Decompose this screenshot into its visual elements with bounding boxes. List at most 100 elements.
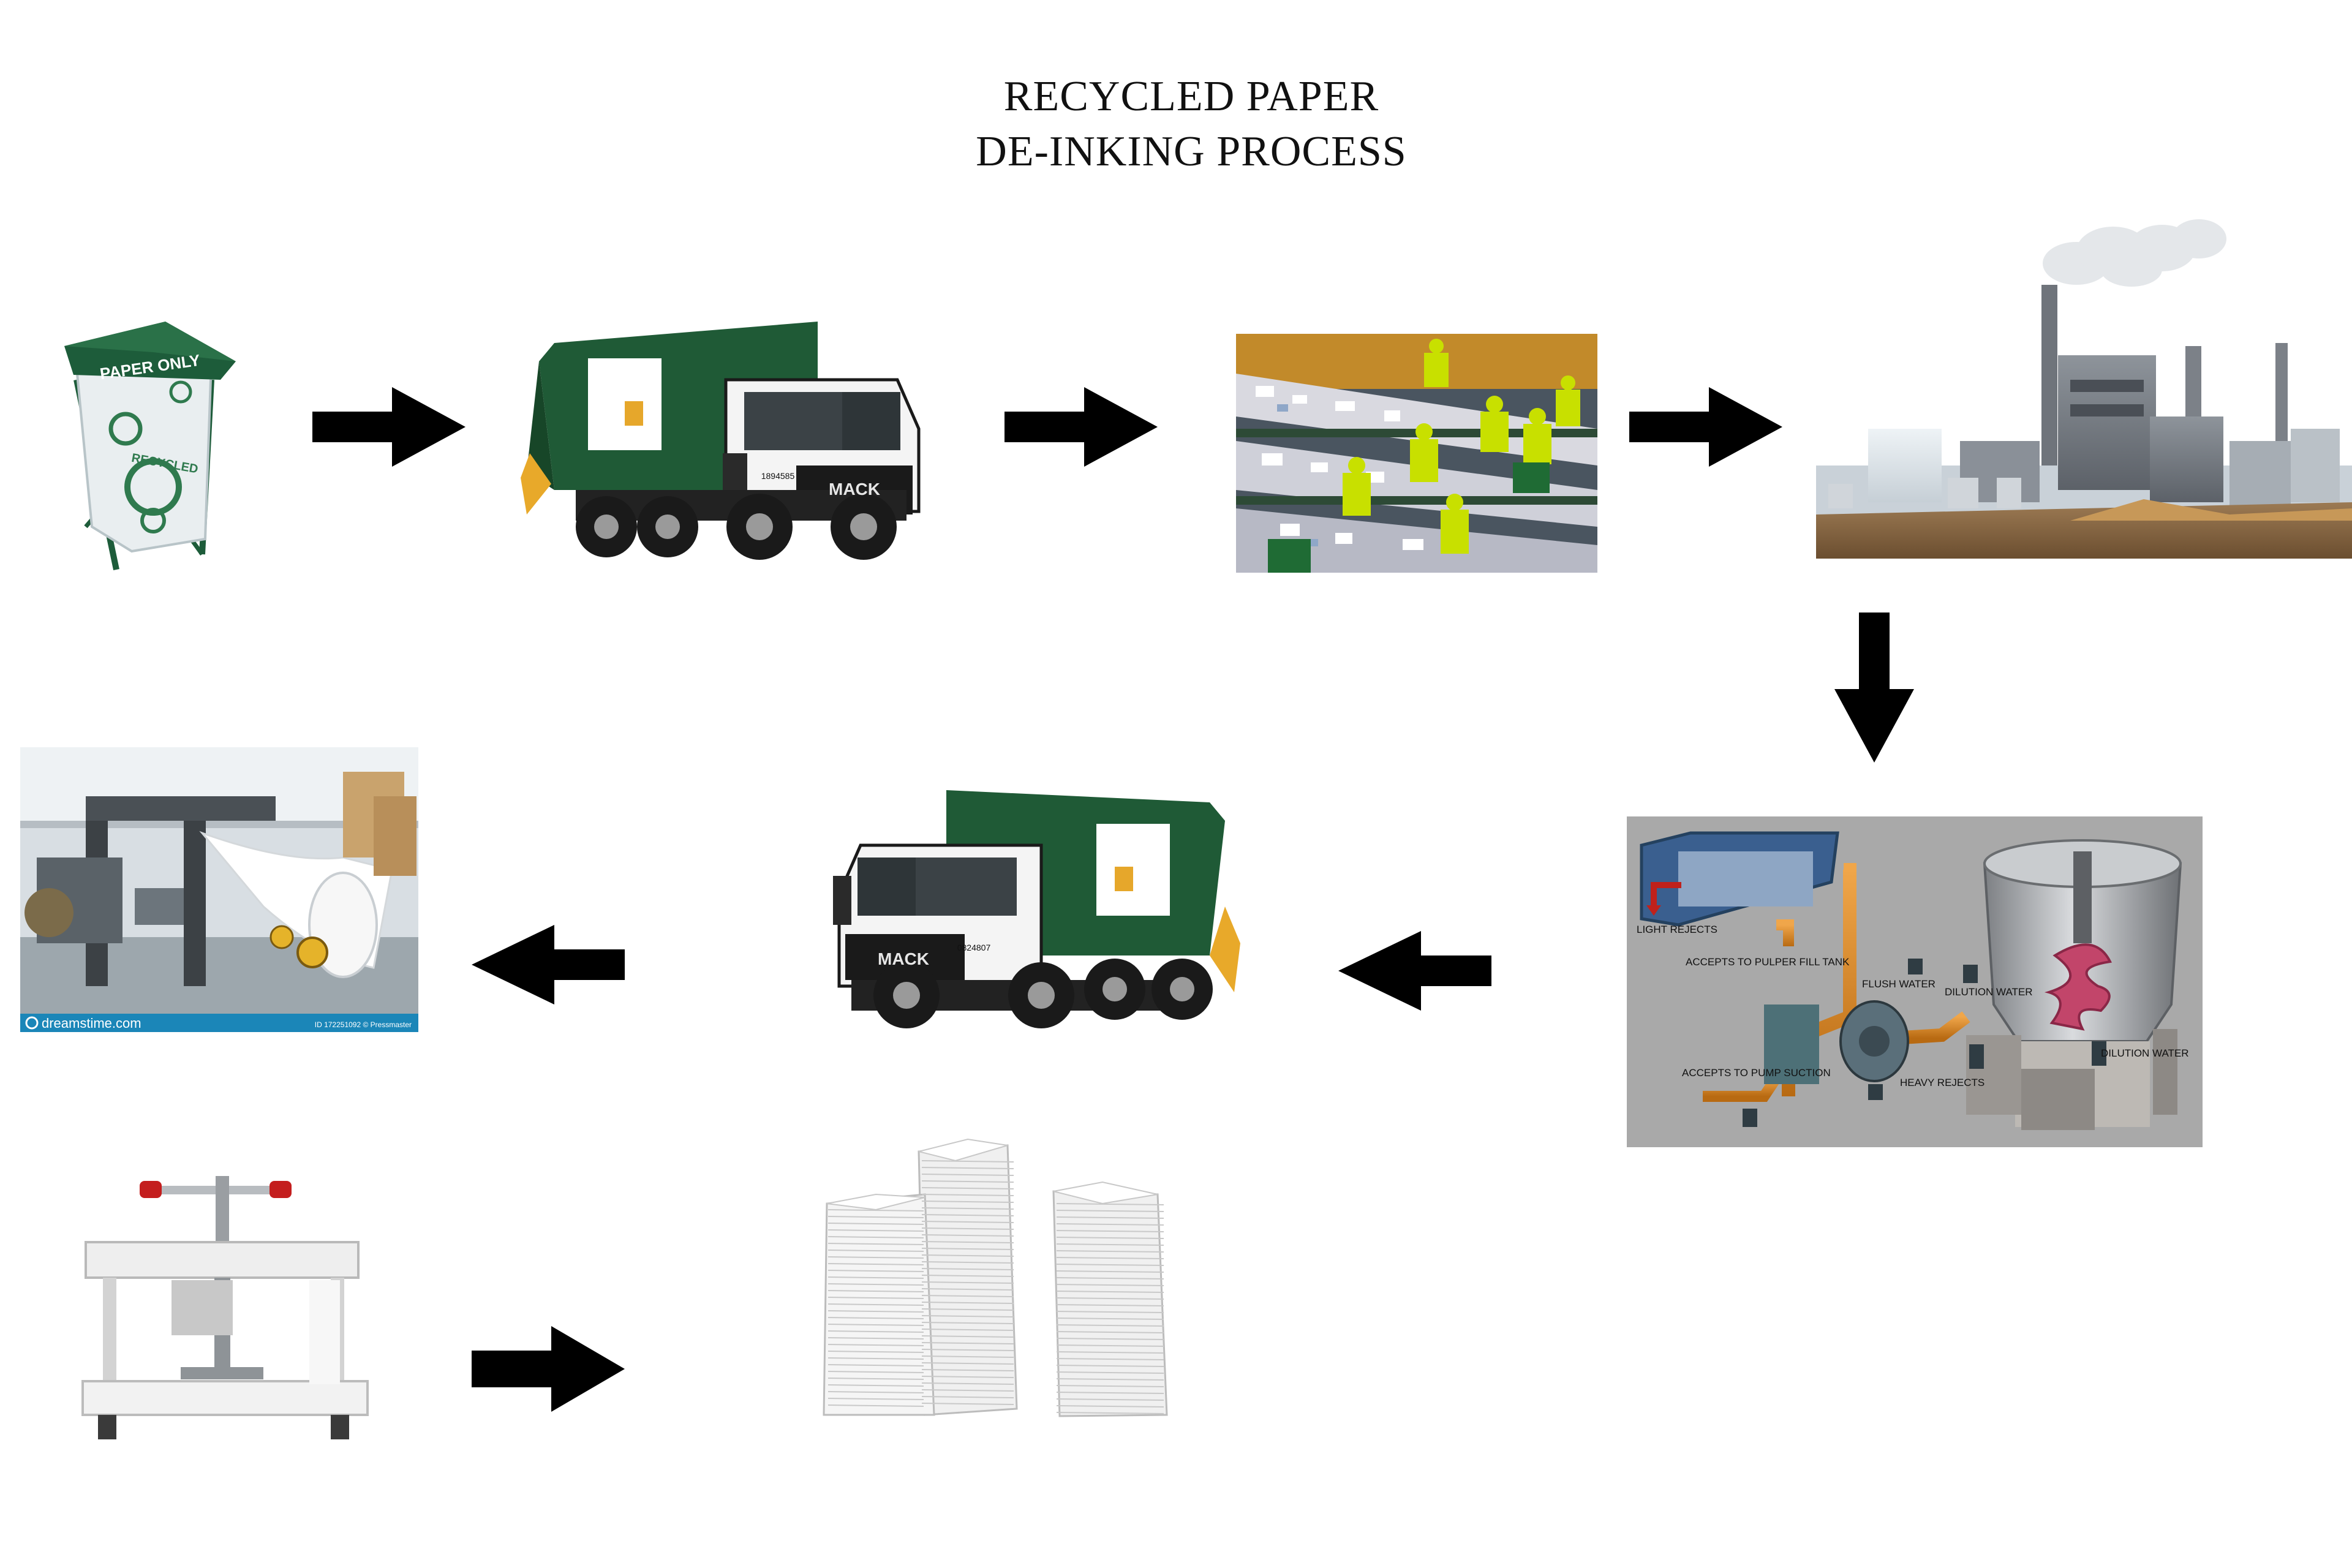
- paper-sheet-edge: [921, 1187, 1014, 1189]
- paper-sheet-edge: [921, 1180, 1014, 1183]
- paper-sheet-edge: [1056, 1331, 1164, 1333]
- paper-sheet-edge: [1056, 1358, 1164, 1360]
- paper-sheet-edge: [1056, 1257, 1164, 1259]
- paper-sheet-edge: [827, 1236, 924, 1238]
- pulper-label-light-rejects: LIGHT REJECTS: [1637, 924, 1717, 935]
- paper-sheet-edge: [827, 1310, 924, 1313]
- paper-sheet-edge: [827, 1223, 924, 1225]
- paper-sheet-edge: [827, 1270, 924, 1272]
- paper-sheet-edge: [921, 1308, 1014, 1311]
- paper-sheet-edge: [827, 1344, 924, 1346]
- recycling-bin-icon: [64, 322, 236, 571]
- truck-unit-number: 1894585: [761, 471, 795, 481]
- paper-sheet-edge: [1056, 1338, 1164, 1340]
- paper-sheet-edge: [827, 1250, 924, 1252]
- paper-sheet-edge: [921, 1342, 1014, 1344]
- paper-sheet-edge: [921, 1241, 1014, 1243]
- paper-sheet-edge: [921, 1302, 1014, 1304]
- paper-sheet-edge: [921, 1248, 1014, 1250]
- paper-sheet-edge: [827, 1209, 924, 1212]
- paper-sheet-edge: [921, 1194, 1014, 1196]
- truck-badge: MACK: [878, 949, 929, 968]
- paper-sheet-edge: [921, 1403, 1014, 1405]
- paper-press-icon: [81, 1176, 369, 1439]
- paper-sheet-edge: [827, 1290, 924, 1292]
- paper-sheet-edge: [921, 1355, 1014, 1358]
- paper-sheet-edge: [921, 1160, 1014, 1163]
- arrow-right-icon: [1005, 387, 1158, 467]
- paper-sheet-edge: [827, 1398, 924, 1400]
- paper-sheet-edge: [827, 1317, 924, 1319]
- paper-sheet-edge: [1056, 1270, 1164, 1273]
- paper-sheet-edge: [827, 1276, 924, 1279]
- paper-sheet-edge: [1056, 1344, 1164, 1347]
- paper-sheet-edge: [921, 1254, 1014, 1257]
- pulper-labels: LIGHT REJECTS ACCEPTS TO PULPER FILL TAN…: [1637, 924, 2189, 1088]
- arrow-right-icon: [312, 387, 466, 467]
- arrow-left-icon: [472, 925, 625, 1005]
- paper-sheet-edge: [921, 1261, 1014, 1264]
- paper-sheet-edge: [921, 1295, 1014, 1297]
- paper-sheet-edge: [1056, 1311, 1164, 1313]
- diagram-title-line-1: RECYCLED PAPER: [1003, 73, 1379, 120]
- paper-sheet-edge: [921, 1214, 1014, 1216]
- paper-sheet-edge: [921, 1207, 1014, 1210]
- paper-sheet-edge: [921, 1389, 1014, 1392]
- pulper-label-dilution-water-2: DILUTION WATER: [2101, 1047, 2189, 1059]
- paper-sheet-edge: [827, 1324, 924, 1326]
- paper-sheet-edge: [827, 1330, 924, 1333]
- paper-sheet-edge: [1056, 1371, 1164, 1374]
- paper-sheet-edge: [921, 1335, 1014, 1338]
- paper-sheet-edge: [827, 1378, 924, 1380]
- arrow-down-icon: [1834, 612, 1914, 763]
- paper-sheet-edge: [827, 1216, 924, 1218]
- paper-sheet-edge: [1056, 1378, 1164, 1381]
- pulper-label-dilution-water-1: DILUTION WATER: [1945, 986, 2033, 998]
- pulper-label-accepts-fill-tank: ACCEPTS TO PULPER FILL TANK: [1686, 956, 1850, 968]
- paper-sheet-edge: [1056, 1317, 1164, 1320]
- paper-sheet-edge: [1056, 1250, 1164, 1253]
- paper-sheet-edge: [1056, 1216, 1164, 1219]
- paper-sheet-edge: [921, 1174, 1014, 1176]
- arrow-right-icon: [472, 1326, 625, 1412]
- paper-sheet-edge: [921, 1281, 1014, 1284]
- paper-sheet-edge: [827, 1357, 924, 1360]
- paper-sheet-edge: [1056, 1291, 1164, 1293]
- paper-sheet-edge: [1056, 1243, 1164, 1246]
- paper-sheet-edge: [921, 1200, 1014, 1203]
- paper-sheet-edge: [1056, 1398, 1164, 1401]
- paper-sheet-edge: [921, 1234, 1014, 1237]
- paper-sheet-edge: [921, 1221, 1014, 1223]
- paper-sheet-edge: [1056, 1365, 1164, 1367]
- paper-sheet-edge: [827, 1337, 924, 1340]
- paper-sheet-edge: [921, 1349, 1014, 1351]
- paper-sheet-edge: [827, 1384, 924, 1387]
- paper-sheet-edge: [921, 1376, 1014, 1378]
- paper-sheet-edge: [1056, 1203, 1164, 1205]
- paper-sheet-edge: [827, 1229, 924, 1232]
- pulper-label-accepts-pump-suction: ACCEPTS TO PUMP SUCTION: [1682, 1067, 1831, 1079]
- arrow-left-icon: [1338, 931, 1491, 1011]
- paper-sheet-edge: [1056, 1284, 1164, 1286]
- paper-sheet-edge: [1056, 1264, 1164, 1266]
- paper-sheet-edge: [827, 1243, 924, 1245]
- diagram-title-line-2: DE-INKING PROCESS: [976, 128, 1407, 175]
- paper-sheet-edge: [921, 1288, 1014, 1291]
- paper-sheeter-icon: [20, 747, 418, 1032]
- paper-sheet-edge: [827, 1256, 924, 1259]
- paper-sheet-edge: [921, 1369, 1014, 1371]
- paper-sheet-edge: [921, 1362, 1014, 1365]
- truck-badge: MACK: [829, 480, 880, 499]
- pulper-label-flush-water: FLUSH WATER: [1862, 978, 1936, 990]
- sorting-conveyor-icon: [1236, 334, 1597, 573]
- paper-sheet-edge: [1056, 1351, 1164, 1354]
- garbage-truck-icon: [833, 790, 1240, 1028]
- paper-sheet-edge: [827, 1303, 924, 1306]
- paper-sheet-edge: [1056, 1385, 1164, 1387]
- paper-stack-icon: [823, 1138, 1168, 1417]
- paper-sheet-edge: [921, 1275, 1014, 1277]
- pulper-label-heavy-rejects: HEAVY REJECTS: [1900, 1077, 1985, 1088]
- paper-sheet-edge: [921, 1268, 1014, 1270]
- paper-sheet-edge: [1056, 1297, 1164, 1300]
- paper-sheet-edge: [1056, 1405, 1164, 1408]
